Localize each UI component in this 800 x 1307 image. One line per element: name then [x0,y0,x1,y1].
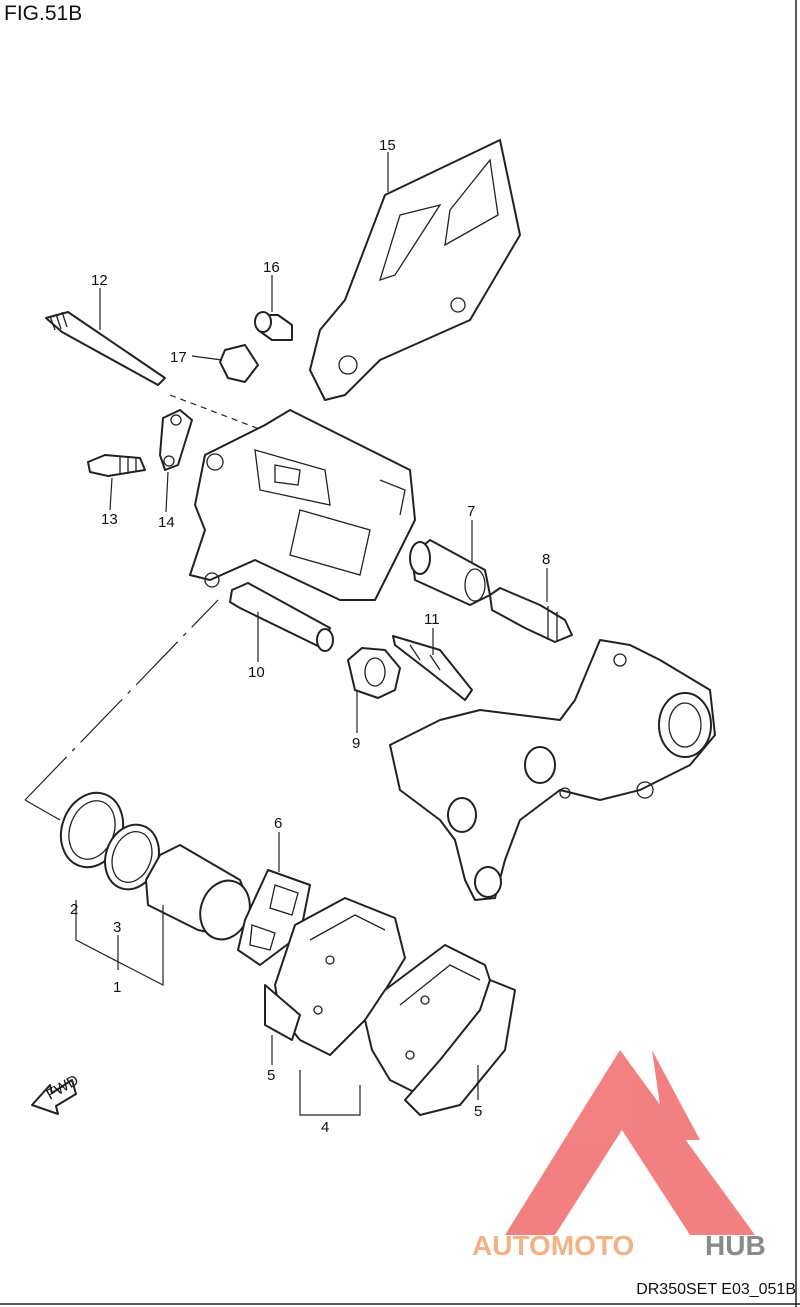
callout-7: 7 [467,503,475,520]
part-9-boot [347,647,401,699]
caliper-body [189,409,416,601]
part-10-slide-pin [229,582,334,652]
callout-5-left: 5 [267,1067,275,1084]
callout-3: 3 [113,919,121,936]
callout-16: 16 [263,259,280,276]
callout-6: 6 [274,815,282,832]
part-16-bolt [254,311,293,341]
part-11-pad-spring [392,635,473,701]
part-15-caliper-guard [309,139,521,401]
part-7-sleeve [409,539,491,606]
part-17-cap [219,344,259,383]
callout-5-right: 5 [474,1103,482,1120]
callout-1: 1 [113,979,121,996]
leader-lines [24,152,548,1116]
callout-11: 11 [424,611,440,628]
callout-4: 4 [321,1119,329,1136]
part-14-bleeder-cap [159,409,193,471]
part-13-bleeder-valve [87,454,146,477]
watermark-logo [505,1050,755,1235]
callout-12: 12 [91,272,108,289]
watermark-text-hub: HUB [705,1230,766,1261]
part-5-pad-clip-right [404,979,516,1116]
callout-15: 15 [379,137,396,154]
callout-8: 8 [542,551,550,568]
callout-14: 14 [158,514,175,531]
callout-13: 13 [101,511,118,528]
piston [145,844,251,941]
watermark-text-automoto: AUTOMOTO [472,1230,634,1261]
part-5-pad-clip-left [264,984,301,1041]
callout-2: 2 [70,901,78,918]
callout-10: 10 [248,664,265,681]
part-6-shim [237,869,311,966]
figure-code: DR350SET E03_051B [636,1281,796,1298]
part-12-pin [45,311,263,431]
figure-title: FIG.51B [4,2,83,25]
callout-17: 17 [170,349,187,366]
part-3-dust-seal [104,823,160,891]
caliper-bracket [389,639,716,901]
part-8-bolt [489,587,573,643]
fwd-arrow-icon: FWD [31,1072,82,1115]
callout-9: 9 [352,735,360,752]
